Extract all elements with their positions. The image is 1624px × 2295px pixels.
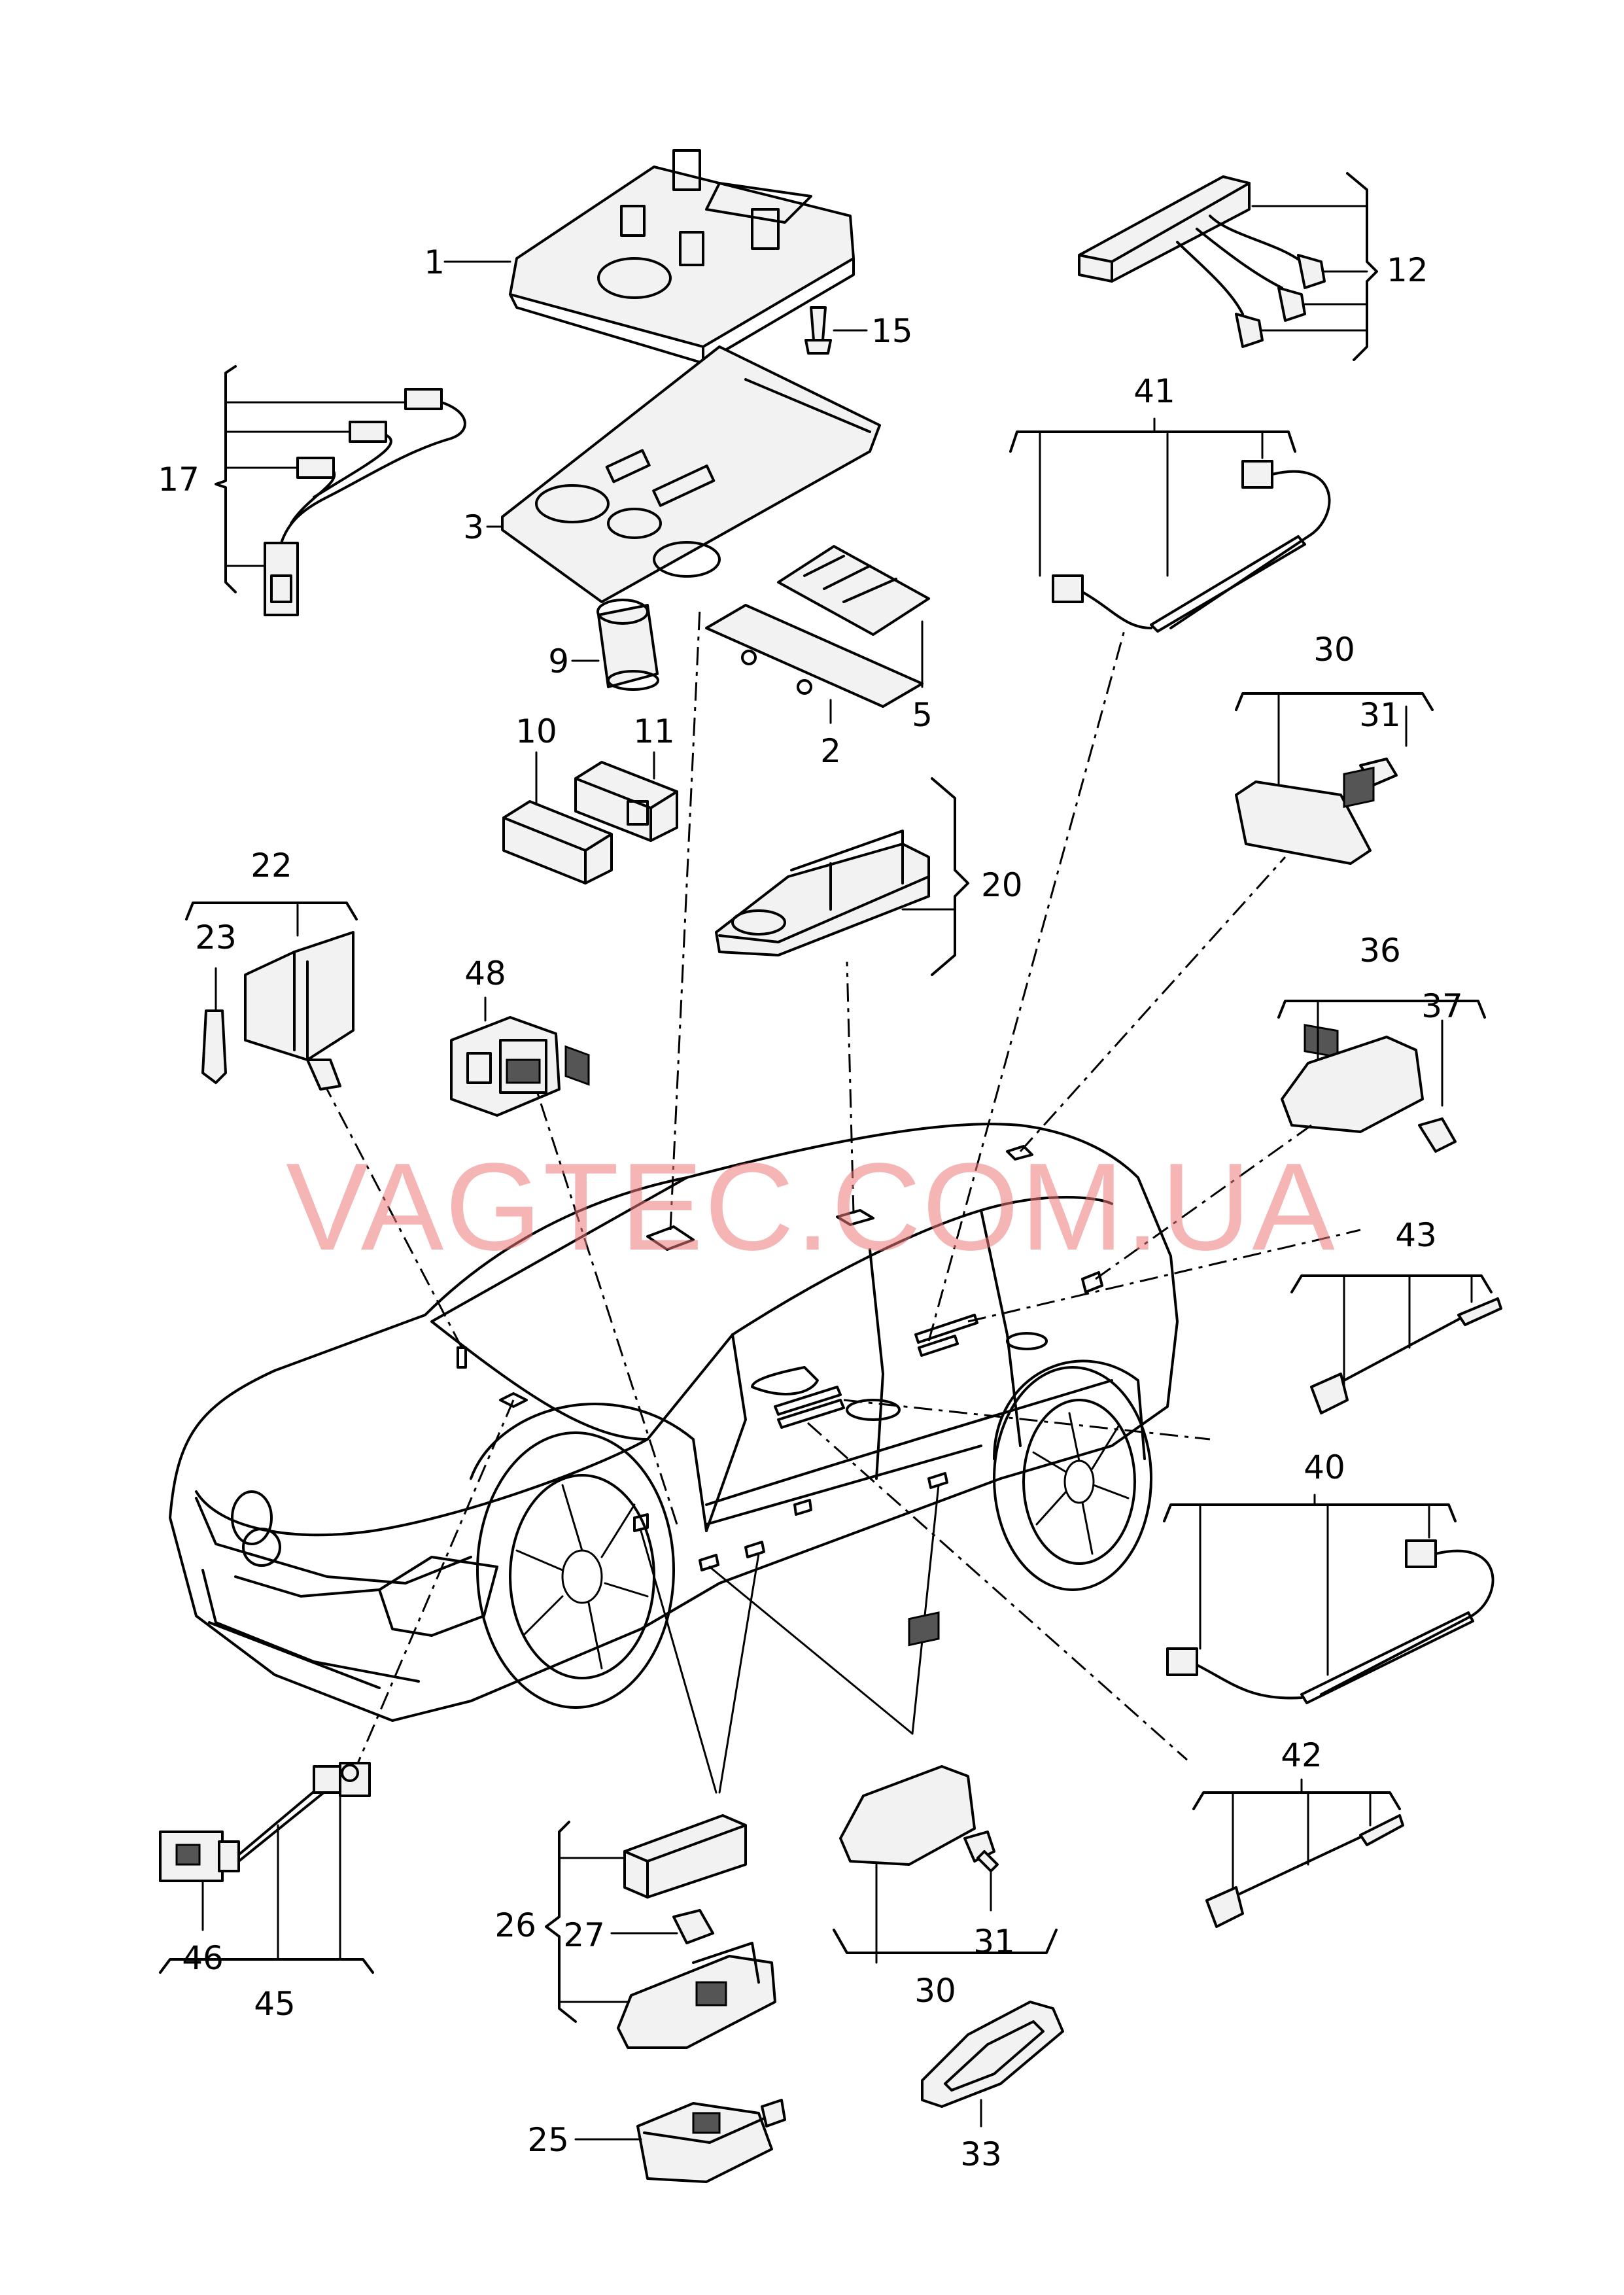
part-42-lead (1192, 1778, 1404, 1928)
part-43-lead (1290, 1274, 1502, 1414)
part-1-roof-console (509, 149, 855, 364)
part-36-footwell-light (1277, 766, 1486, 1153)
callout-45: 45 (254, 1985, 296, 2023)
callout-40: 40 (1304, 1448, 1345, 1486)
callout-5: 5 (912, 696, 933, 734)
vehicle-location-markers (457, 1145, 1103, 1571)
part-48-switch (450, 1016, 561, 1117)
callout-36: 36 (1359, 932, 1401, 970)
callout-22: 22 (251, 847, 292, 885)
callout-12: 12 (1387, 251, 1428, 289)
callout-11: 11 (633, 712, 675, 750)
callout-33: 33 (960, 2135, 1002, 2173)
callout-46: 46 (182, 1939, 224, 1977)
callout-30a: 30 (1313, 631, 1355, 669)
part-25-light (636, 2099, 786, 2183)
part-30-upper-light (1235, 692, 1434, 1059)
watermark: VAGTEC.COM.UA (286, 1138, 1336, 1276)
callout-26: 26 (494, 1906, 536, 1944)
callout-15: 15 (871, 312, 913, 350)
part-30-lower-light (839, 1611, 999, 1872)
callout-1: 1 (424, 243, 445, 281)
part-10-switch-block (502, 800, 613, 1086)
part-26-light-assembly (617, 1814, 776, 2049)
callout-23: 23 (195, 919, 237, 956)
leader-lines (326, 608, 1361, 1794)
callout-2: 2 (820, 732, 841, 770)
part-11-switch-block (574, 761, 678, 842)
callout-41: 41 (1133, 372, 1175, 410)
callout-20: 20 (981, 866, 1023, 904)
part-3-trim-frame (501, 345, 881, 603)
callout-10: 10 (515, 712, 557, 750)
callout-31a: 31 (1359, 696, 1401, 734)
part-5-lens-cover (777, 545, 930, 636)
callout-43: 43 (1395, 1216, 1437, 1254)
callout-25: 25 (527, 2121, 569, 2159)
callout-42: 42 (1281, 1736, 1322, 1774)
part-45-connector-lead (159, 1762, 371, 1882)
part-15-screw (804, 306, 832, 355)
callout-27: 27 (563, 1916, 605, 1954)
part-33-lens (921, 2001, 1064, 2108)
callout-48: 48 (464, 955, 506, 992)
callout-3: 3 (463, 508, 484, 546)
part-40-lead (1163, 1494, 1494, 1704)
part-9-switch (596, 599, 659, 691)
callout-9: 9 (548, 642, 569, 680)
part-20-interior-light (715, 830, 956, 956)
callout-17: 17 (158, 461, 199, 499)
part-22-bulb-holder (185, 902, 358, 1091)
callout-31b: 31 (973, 1923, 1015, 1961)
part-12-control-unit (1078, 172, 1378, 361)
part-17-wiring-harness (215, 365, 466, 616)
part-41-lead (1009, 417, 1331, 633)
callout-30b: 30 (914, 1972, 956, 2010)
part-2-lens-panel (705, 604, 924, 708)
callout-37: 37 (1421, 987, 1463, 1025)
vehicle-outline (169, 1123, 1179, 1722)
